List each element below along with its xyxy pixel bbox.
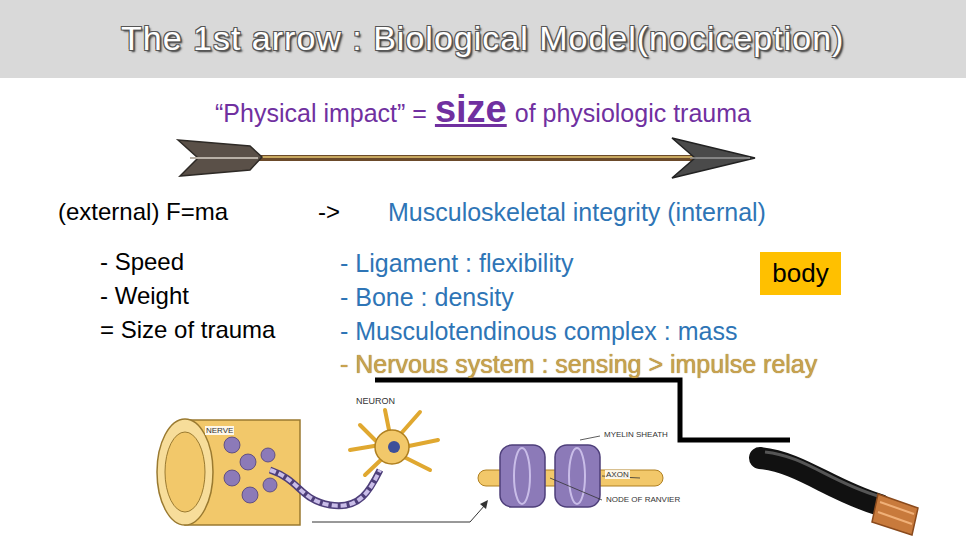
list-item: - Speed (100, 248, 184, 276)
arrow-text: -> (318, 198, 340, 226)
formula-text: (external) F=ma (58, 198, 228, 226)
cable (760, 452, 918, 535)
arrow (178, 138, 755, 178)
part-label: NODE OF RANVIER (605, 495, 681, 504)
result-text: = Size of trauma (100, 316, 275, 344)
list-item: - Ligament : flexibility (340, 249, 573, 278)
headline-row: “Physical impact” = size of physiologic tr… (0, 88, 966, 131)
title-band (0, 0, 966, 78)
emphasis-word: size (435, 88, 507, 131)
part-label: NEURON (355, 396, 396, 406)
headline-text: of physiologic trauma (515, 99, 751, 128)
neuron (350, 410, 438, 475)
nerve-illustration (157, 419, 488, 525)
list-item: - Weight (100, 282, 189, 310)
part-label: AXON (605, 470, 630, 479)
box-label: body (772, 259, 828, 288)
list-item: - Musculotendinous complex : mass (340, 317, 737, 346)
part-label: NERVE (205, 426, 234, 435)
highlight-box: body (760, 252, 841, 295)
part-label: MYELIN SHEATH (603, 430, 669, 439)
leader-line (375, 380, 790, 440)
list-item: - Bone : density (340, 283, 514, 312)
headline-text: “Physical impact” = (215, 99, 427, 128)
list-item: - Nervous system : sensing > impulse rel… (340, 350, 817, 379)
heading-text: Musculoskeletal integrity (internal) (388, 198, 766, 227)
slide-title: The 1st arrow : Biological Model(nocicep… (121, 19, 844, 58)
